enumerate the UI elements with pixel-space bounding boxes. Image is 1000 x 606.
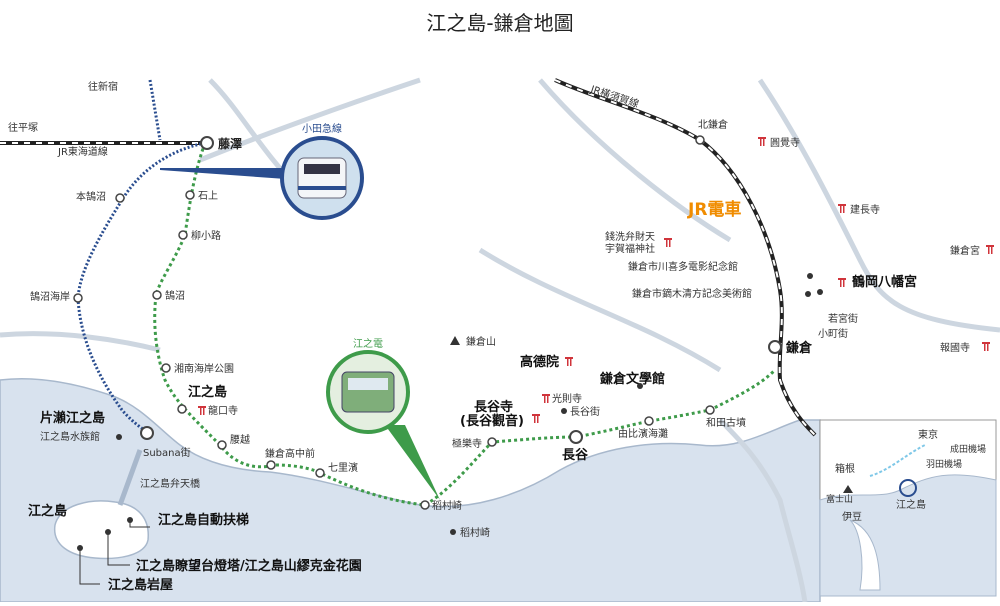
station-kita-kamakura: 北鎌倉: [698, 118, 728, 131]
place-benten-bridge: 江之島弁天橋: [140, 477, 200, 490]
place-inamuragasaki-cape: 稻村崎: [460, 526, 490, 539]
shrine-markers: [198, 137, 994, 423]
place-subana: Subana街: [143, 446, 191, 459]
place-ryukoji: 龍口寺: [208, 404, 238, 417]
station-hon-kugenuma: 本鵠沼: [76, 190, 106, 203]
place-zeniarai-2: 宇賀福神社: [605, 242, 655, 255]
station-ishigami: 石上: [198, 190, 218, 202]
station-kugenuma-kaigan: 鵠沼海岸: [30, 290, 70, 303]
inset-fuji-icon: [843, 485, 853, 493]
station-shonan-kaigan: 湘南海岸公園: [174, 362, 234, 375]
place-kamakurayama: 鎌倉山: [466, 335, 496, 348]
station-fujisawa: 藤澤: [217, 136, 242, 151]
odakyu-callout-pointer: [160, 168, 300, 180]
station-yuigahama: 由比濱海灘: [618, 427, 668, 440]
odakyu-line: [76, 79, 206, 435]
place-hokokuji: 報國寺: [940, 342, 970, 354]
inset-hakone: 箱根: [835, 462, 855, 475]
benten-bridge-shape: [117, 449, 143, 506]
place-kotokuin: 高德院: [520, 354, 559, 370]
station-koshigoe: 腰越: [230, 433, 250, 446]
inset-izu: 伊豆: [842, 511, 862, 523]
place-hasedera-sub: (長谷觀音): [460, 413, 524, 429]
place-kosokuji: 光則寺: [552, 392, 582, 405]
place-enoshima-island: 江之島: [28, 503, 67, 519]
station-kugenuma: 鵠沼: [165, 289, 185, 302]
inset-narita: 成田機場: [950, 443, 986, 455]
station-yanagikoji: 柳小路: [191, 229, 221, 242]
callout-lines: [79, 520, 150, 585]
odakyu-train-stripe: [298, 186, 346, 190]
place-kamakuragu: 鎌倉宮: [950, 244, 980, 257]
place-tsurugaoka: 鶴岡八幡宮: [852, 274, 917, 290]
place-bungakukan: 鎌倉文學館: [599, 371, 665, 387]
place-kawakita: 鎌倉市川喜多電影紀念館: [628, 260, 738, 273]
place-hasedera: 長谷寺: [474, 399, 513, 415]
inset-enoshima-ring: [899, 479, 917, 497]
odakyu-label: 小田急線: [302, 122, 342, 135]
map-title: 江之島-鎌倉地圖: [426, 11, 573, 35]
station-enoshima: 江之島: [188, 384, 227, 400]
station-wadazuka: 和田古墳: [706, 416, 746, 429]
direction-hiratsuka: 往平塚: [8, 121, 38, 134]
roads: [0, 77, 1000, 603]
place-hase-street: 長谷街: [570, 405, 600, 418]
place-kaburaki: 鎌倉市鏑木清方記念美術館: [632, 287, 752, 300]
station-kamakura: 鎌倉: [785, 340, 813, 356]
inset-tokyo: 東京: [918, 428, 938, 441]
place-kenchoji: 建長寺: [850, 203, 880, 216]
inset-map: 東京 羽田機場 成田機場 箱根 富士山 伊豆 江之島: [819, 419, 997, 597]
odakyu-train-window: [304, 164, 340, 174]
place-engakuji: 圓覺寺: [770, 136, 800, 149]
inset-enoshima: 江之島: [896, 498, 926, 511]
station-shichirigahama: 七里濱: [328, 461, 358, 474]
inset-haneda: 羽田機場: [926, 458, 962, 470]
station-hase: 長谷: [562, 447, 589, 463]
mountain-icon: [450, 336, 460, 345]
place-iwaya: 江之島岩屋: [108, 577, 173, 593]
place-wakamiya: 若宮街: [828, 312, 858, 325]
place-aquarium: 江之島水族館: [40, 430, 100, 443]
jr-yokosuka-line: [554, 78, 817, 437]
station-kamakura-koko: 鎌倉高中前: [265, 447, 315, 460]
place-escalator: 江之島自動扶梯: [158, 512, 249, 528]
enoden-label: 江之電: [353, 337, 383, 350]
jr-yokosuka-label: JR橫須賀線: [588, 82, 640, 110]
direction-shinjuku: 往新宿: [88, 80, 118, 93]
jr-tokaido-label: JR東海道線: [57, 145, 108, 158]
enoden-train-window: [348, 378, 388, 390]
place-komachi: 小町街: [818, 327, 848, 340]
place-zeniarai-1: 錢洗弁財天: [605, 230, 655, 243]
station-katase-enoshima: 片瀨江之島: [40, 410, 105, 426]
enoshima-island-shape: [54, 500, 149, 560]
station-inamuragasaki: 稻村崎: [432, 499, 462, 512]
station-gokurakuji: 極樂寺: [452, 437, 482, 450]
jr-train-label: JR電車: [687, 199, 741, 220]
inset-fuji: 富士山: [826, 493, 853, 505]
place-lighthouse: 江之島瞭望台燈塔/江之島山繆克金花園: [136, 558, 362, 574]
enoden-callout-pointer: [385, 425, 440, 500]
station-markers: [73, 135, 782, 510]
